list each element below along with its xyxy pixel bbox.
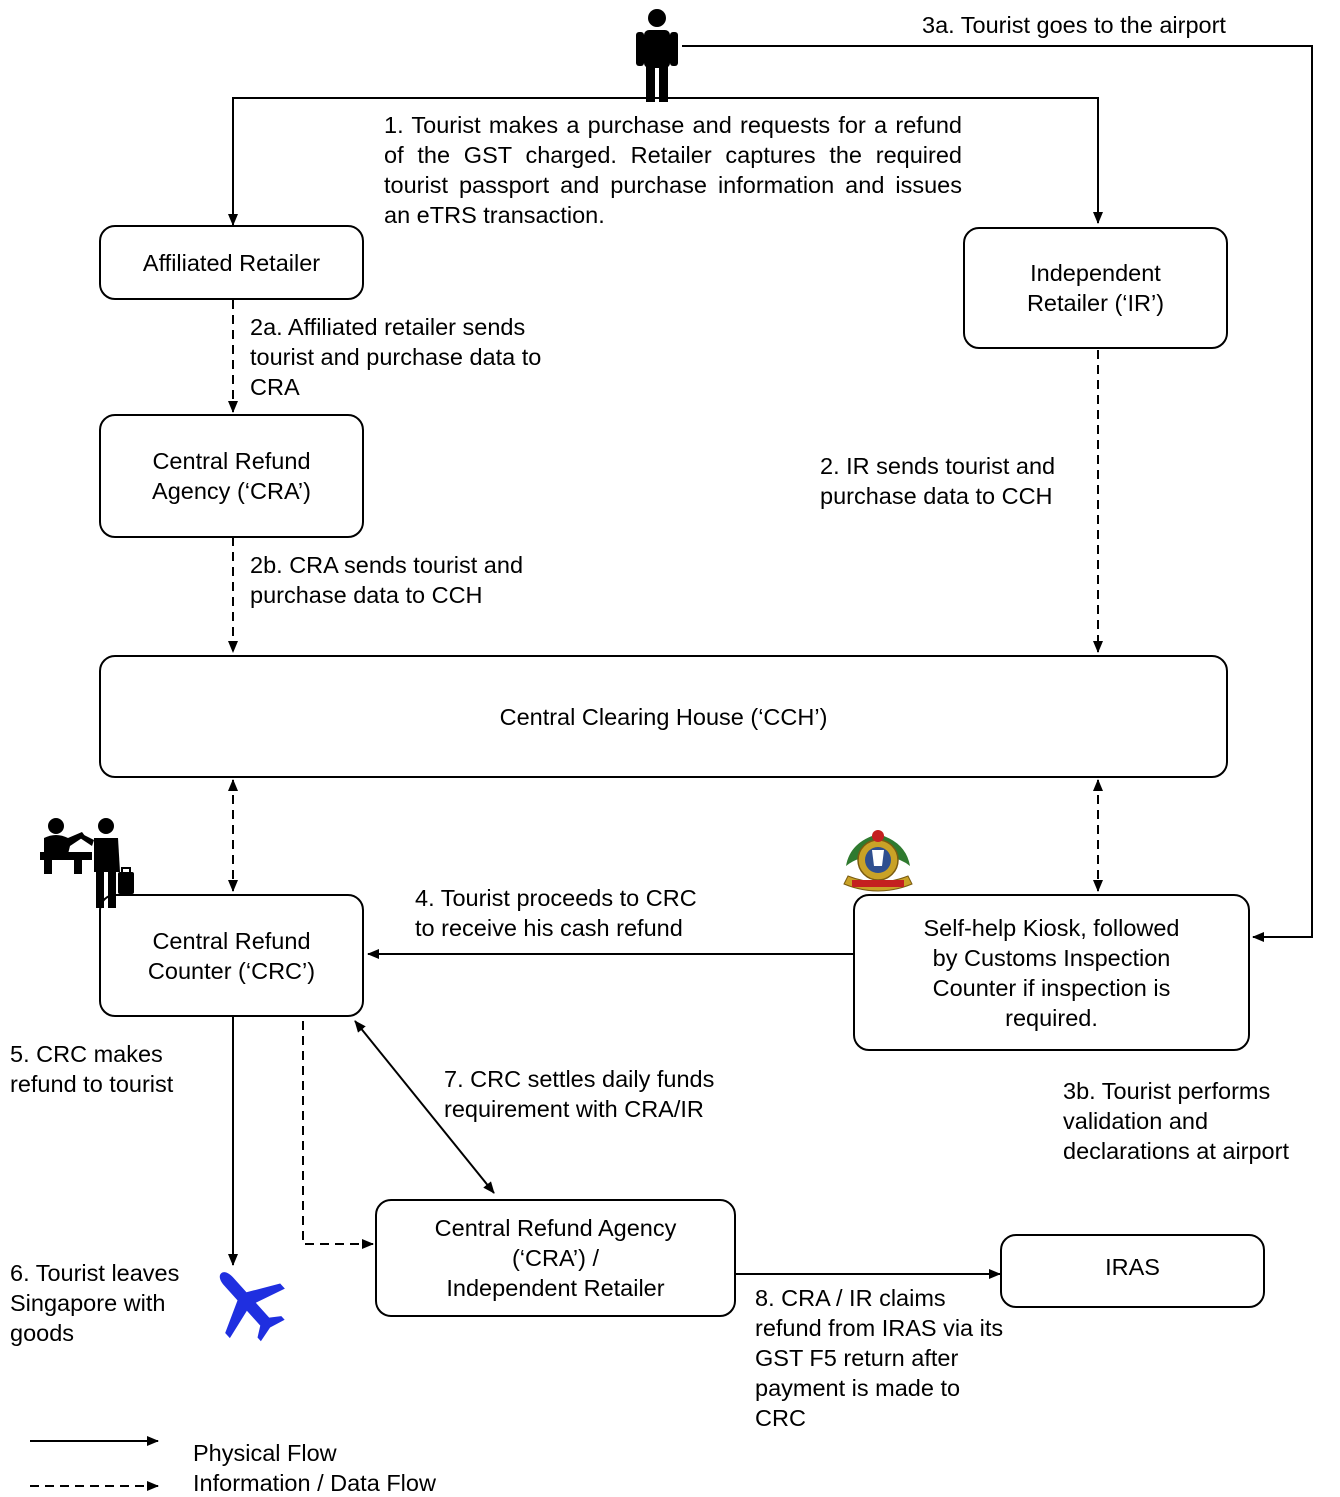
service-counter-icon	[40, 818, 134, 908]
step7-label: 7. CRC settles daily funds requirement w…	[444, 1066, 715, 1122]
tourist-to-ir-line	[658, 97, 1103, 224]
cra-label-line1: Central Refund	[152, 448, 311, 474]
kiosk-label-line1: Self-help Kiosk, followed	[923, 914, 1180, 941]
independent-retailer-box: Independent Retailer (‘IR’)	[963, 227, 1228, 349]
affiliated-retailer-box: Affiliated Retailer	[99, 225, 364, 300]
crc-cra-settlement-line	[354, 1020, 495, 1194]
cra-ir-box: Central Refund Agency (‘CRA’) / Independ…	[375, 1199, 736, 1317]
step3b-label: 3b. Tourist performs validation and decl…	[1063, 1078, 1289, 1164]
independent-retailer-label-line2: Retailer (‘IR’)	[1026, 290, 1165, 316]
step3a-label: 3a. Tourist goes to the airport	[922, 12, 1226, 38]
tourist-to-airport-line	[682, 45, 1313, 942]
kiosk-box: Self-help Kiosk, followed by Customs Ins…	[853, 894, 1250, 1051]
step2a-label: 2a. Affiliated retailer sends tourist an…	[250, 314, 542, 400]
step2-label: 2. IR sends tourist and purchase data to…	[820, 453, 1056, 509]
person-icon	[636, 9, 678, 102]
cra-box: Central Refund Agency (‘CRA’)	[99, 414, 364, 538]
affiliated-retailer-label: Affiliated Retailer	[142, 249, 321, 276]
iras-label: IRAS	[1105, 1254, 1160, 1280]
legend-physical-label: Physical Flow	[193, 1440, 337, 1466]
kiosk-label-line2: by Customs Inspection	[932, 944, 1171, 971]
legend-data-label: Information / Data Flow	[193, 1470, 436, 1496]
customs-crest-icon	[843, 830, 913, 892]
crc-label-line1: Central Refund	[152, 927, 311, 954]
crc-box: Central Refund Counter (‘CRC’)	[99, 894, 364, 1017]
independent-retailer-label-line1: Independent	[1030, 260, 1161, 286]
iras-box: IRAS	[1000, 1234, 1265, 1308]
step1-label: 1. Tourist makes a purchase and requests…	[384, 112, 962, 228]
crc-label-line2: Counter (‘CRC’)	[147, 957, 316, 984]
step8-label: 8. CRA / IR claims refund from IRAS via …	[755, 1285, 1004, 1431]
cch-label: Central Clearing House (‘CCH’)	[499, 703, 828, 730]
kiosk-label-line4: required.	[1005, 1004, 1098, 1031]
kiosk-label-line3: Counter if inspection is	[932, 974, 1171, 1001]
step2b-label: 2b. CRA sends tourist and purchase data …	[250, 552, 524, 608]
cra-ir-label-line2: (‘CRA’) /	[511, 1245, 600, 1271]
cra-ir-label-line1: Central Refund Agency	[434, 1215, 677, 1241]
cch-box: Central Clearing House (‘CCH’)	[99, 655, 1228, 778]
step5-label: 5. CRC makes refund to tourist	[10, 1041, 174, 1097]
cra-ir-label-line3: Independent Retailer	[446, 1275, 665, 1301]
cra-label-line2: Agency (‘CRA’)	[152, 478, 311, 504]
step4-label: 4. Tourist proceeds to CRC to receive hi…	[415, 885, 697, 941]
step6-label: 6. Tourist leaves Singapore with goods	[10, 1260, 180, 1346]
airplane-icon	[219, 1272, 285, 1342]
tourist-to-retailers-line	[228, 97, 658, 226]
crc-to-cra-data-line	[302, 1021, 374, 1249]
